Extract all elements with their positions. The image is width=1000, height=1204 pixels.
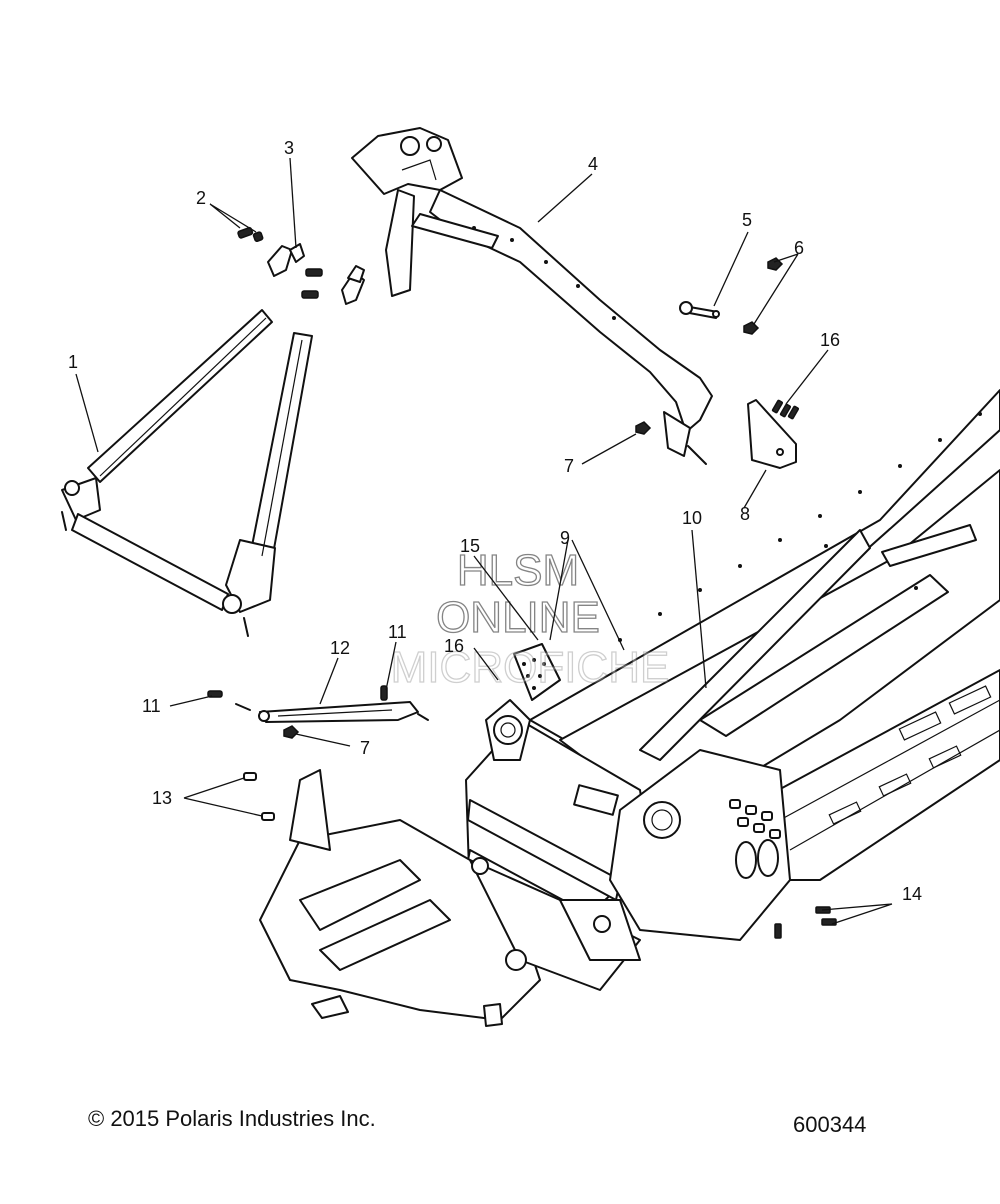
drawing-number: 600344 <box>793 1112 867 1137</box>
callout-13: 13 <box>152 788 172 808</box>
callout-11-left: 11 <box>142 696 161 716</box>
tunnel-vents <box>828 685 992 825</box>
callout-7-upper: 7 <box>564 456 574 476</box>
watermark-line-3: MICROFICHE <box>391 643 670 692</box>
callout-15: 15 <box>460 536 480 556</box>
bolts-and-brackets-2-3 <box>237 226 365 305</box>
callout-5: 5 <box>742 210 752 230</box>
callout-12: 12 <box>330 638 350 658</box>
callout-numbers: 1 2 3 4 5 6 7 7 11 8 9 10 11 12 13 14 15… <box>68 138 922 904</box>
callout-3: 3 <box>284 138 294 158</box>
callout-11-right: 11 <box>388 622 407 642</box>
leader-lines <box>75 157 893 925</box>
callout-14: 14 <box>902 884 922 904</box>
side-panel-holes <box>729 799 781 879</box>
upper-steering-hoop <box>351 127 713 465</box>
callout-16-lower: 16 <box>444 636 464 656</box>
watermark: HLSM ONLINE MICROFICHE <box>390 545 670 692</box>
watermark-line-2: ONLINE <box>436 593 600 642</box>
lower-link <box>207 685 429 723</box>
callout-8: 8 <box>740 504 750 524</box>
callout-2: 2 <box>196 188 206 208</box>
gusset-plate <box>747 399 799 469</box>
callout-9: 9 <box>560 528 570 548</box>
callout-1: 1 <box>68 352 78 372</box>
callout-4: 4 <box>588 154 598 174</box>
grille-15 <box>522 658 546 690</box>
callout-7-link: 7 <box>360 738 370 758</box>
chassis-tunnel <box>259 389 1000 1027</box>
bolts-13 <box>243 772 275 821</box>
callout-6: 6 <box>794 238 804 258</box>
callout-10: 10 <box>682 508 702 528</box>
callout-16-upper: 16 <box>820 330 840 350</box>
hardware-5-6-7 <box>283 257 784 739</box>
hoop-rivets <box>472 226 616 320</box>
copyright-text: © 2015 Polaris Industries Inc. <box>88 1106 376 1131</box>
front-a-frame-assembly <box>61 309 313 637</box>
